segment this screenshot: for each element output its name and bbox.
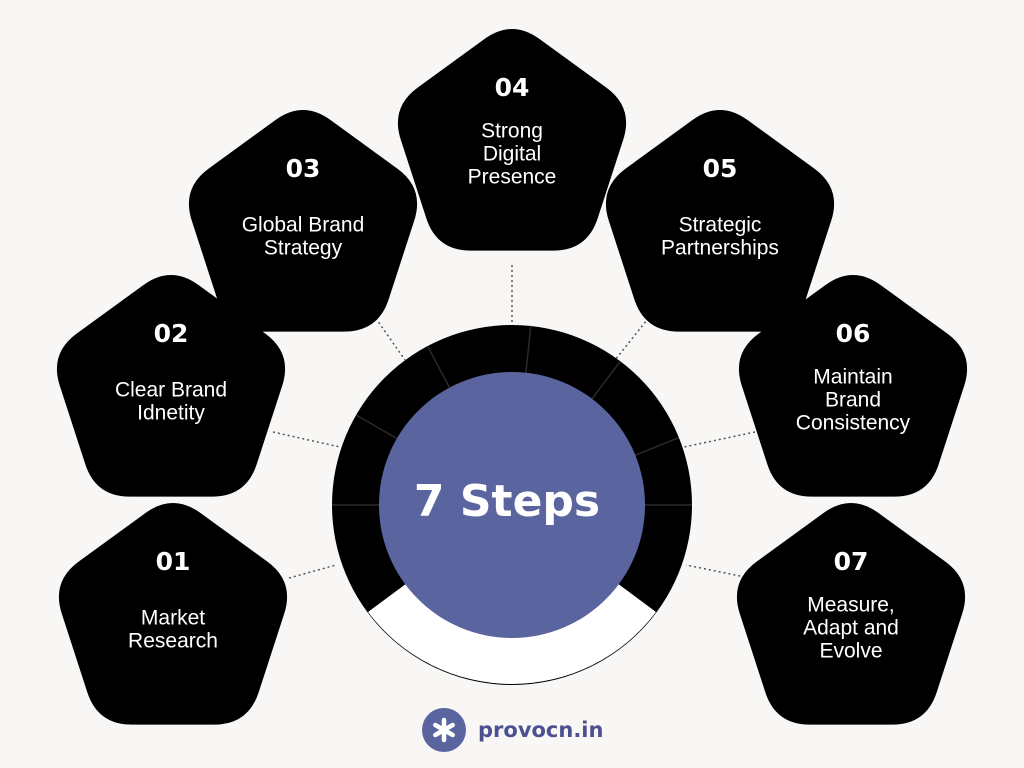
- step-number: 03: [286, 154, 321, 183]
- pentagon-shape: [738, 275, 968, 497]
- step-label-line: Strong: [481, 120, 543, 143]
- brand-text: provocn.in: [478, 718, 604, 742]
- step-number: 01: [156, 547, 191, 576]
- pentagon-shape: [605, 110, 835, 332]
- pentagon-shape: [736, 503, 966, 725]
- ring-divider: [591, 360, 621, 400]
- step-label-line: Adapt and: [803, 617, 899, 640]
- connector-line: [685, 564, 751, 579]
- pentagon-shape: [58, 503, 288, 725]
- step-label-line: Market: [141, 607, 205, 630]
- step-number: 02: [154, 319, 189, 348]
- brand: provocn.in: [422, 708, 603, 752]
- pentagon-shape: [397, 29, 627, 251]
- ring-divider: [426, 345, 451, 388]
- step-label-line: Maintain: [813, 366, 892, 389]
- step-number: 07: [834, 547, 869, 576]
- step-label-line: Evolve: [819, 640, 882, 663]
- center-title: 7 Steps: [414, 476, 600, 527]
- step-label-line: Strategy: [264, 237, 343, 260]
- connector-line: [272, 431, 341, 448]
- asterisk-icon: [422, 708, 466, 752]
- step-label-line: Research: [128, 630, 218, 653]
- center-circle: [379, 372, 645, 638]
- ring-divider: [355, 414, 398, 440]
- step-label-line: Consistency: [796, 412, 911, 435]
- step-label-line: Measure,: [807, 594, 895, 617]
- step-label-line: Brand: [825, 389, 881, 412]
- ring-divider: [635, 436, 680, 456]
- connector-line: [683, 431, 756, 448]
- step-number: 06: [836, 319, 871, 348]
- step-label-line: Presence: [468, 166, 557, 189]
- ring-divider: [525, 325, 532, 373]
- step-label-line: Idnetity: [137, 402, 205, 425]
- pentagon-shape: [188, 110, 418, 332]
- connector-line: [288, 564, 337, 579]
- step-number: 05: [703, 154, 738, 183]
- step-label-line: Global Brand: [242, 214, 365, 237]
- step-label-line: Clear Brand: [115, 379, 227, 402]
- step-label-line: Strategic: [679, 214, 762, 237]
- step-label-line: Digital: [483, 143, 541, 166]
- pentagon-shape: [56, 275, 286, 497]
- step-number: 04: [495, 73, 530, 102]
- step-label-line: Partnerships: [661, 237, 779, 260]
